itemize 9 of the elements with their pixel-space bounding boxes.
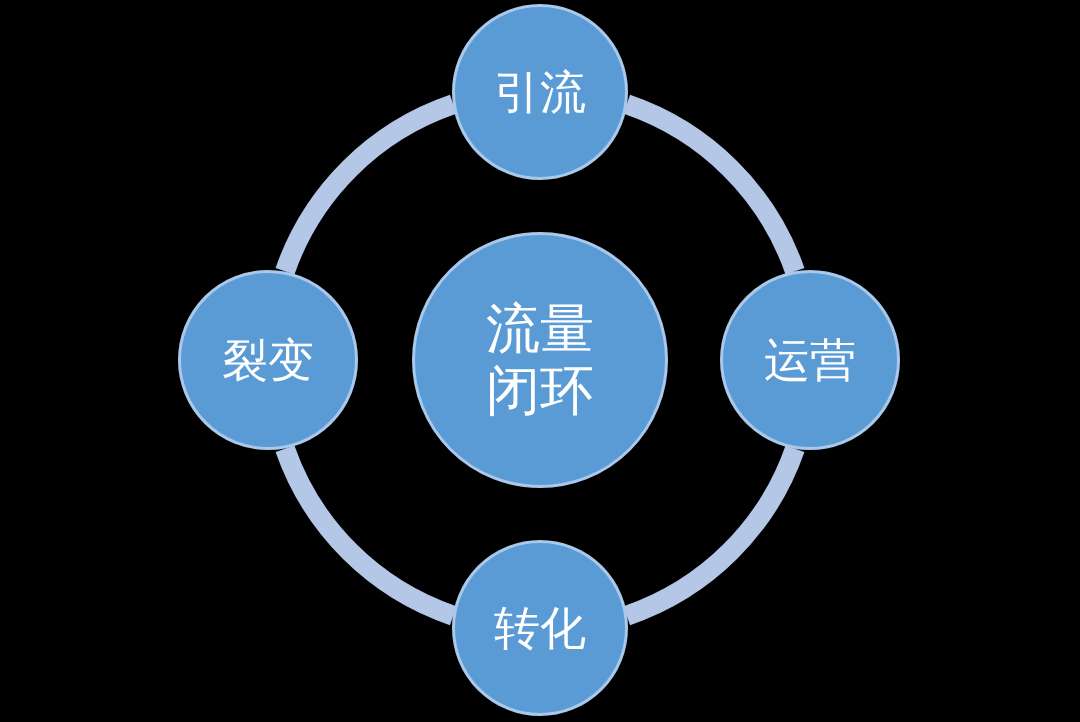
ring-arc	[623, 95, 805, 276]
node-label: 引流	[493, 65, 587, 119]
ring-arc	[275, 95, 457, 276]
node-label: 运营	[763, 333, 857, 387]
node-label: 转化	[493, 601, 587, 655]
node-label: 流量闭环	[485, 297, 595, 423]
ring-arc	[623, 444, 805, 625]
ring-arc	[275, 444, 457, 625]
node-label: 裂变	[221, 333, 315, 387]
